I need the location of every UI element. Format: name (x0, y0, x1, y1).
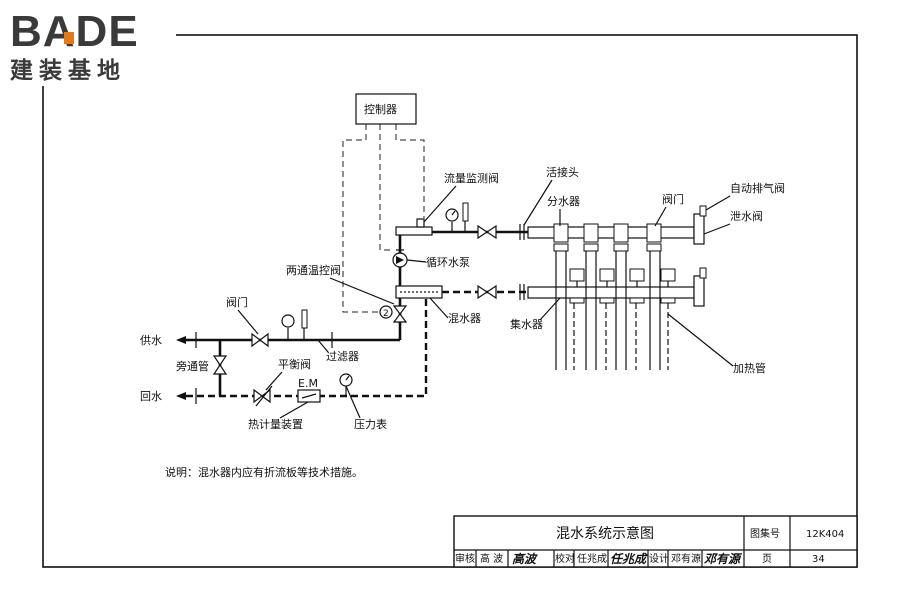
valve-left-label: 阀门 (226, 295, 248, 309)
page-label: 页 (762, 553, 772, 565)
collector-label: 集水器 (510, 317, 543, 331)
flow-valve-label: 流量监测阀 (444, 171, 499, 185)
union-fitting-top-icon (519, 224, 525, 240)
controller-label: 控制器 (364, 102, 397, 116)
review-label: 审核 (455, 552, 475, 565)
em-label: E.M (298, 377, 318, 390)
checker-signature: 任兆成 (610, 552, 648, 566)
mixer-tank (395, 285, 443, 299)
design-label: 设计 (649, 552, 669, 565)
distributor-valves (553, 243, 662, 252)
drawing-note: 说明：混水器内应有折流板等技术措施。 (165, 465, 363, 479)
reviewer-name: 高 波 (480, 552, 503, 565)
filter-icon (317, 332, 333, 353)
thermometer-icon (462, 202, 469, 232)
drain-valve-label: 泄水阀 (730, 209, 763, 223)
atlas-label: 图集号 (750, 527, 780, 540)
page-value: 34 (812, 554, 825, 565)
title-block (453, 515, 858, 568)
two-way-valve-label: 两通温控阀 (286, 263, 341, 277)
bade-logo: BADE 建装基地 (6, 6, 176, 86)
heat-meter-label: 热计量装置 (248, 418, 303, 431)
gate-valve-left-icon (251, 332, 269, 348)
auto-air-vent-label: 自动排气阀 (730, 181, 785, 195)
designer-name: 邓有源 (671, 552, 701, 565)
valve-top-label: 阀门 (662, 192, 684, 206)
checker-name: 任兆成 (577, 552, 607, 565)
title-block-title: 混水系统示意图 (556, 525, 654, 542)
atlas-value: 12K404 (806, 529, 844, 540)
return-gauge-icon (339, 373, 353, 396)
svg-text:2: 2 (383, 309, 389, 319)
distributor-manifold (527, 205, 707, 245)
controller-box (355, 93, 417, 125)
pressure-gauge-label: 压力表 (354, 417, 387, 431)
union-label: 活接头 (546, 166, 579, 179)
gate-valve-top-icon (477, 224, 497, 240)
designer-signature: 邓有源 (704, 552, 743, 566)
pressure-gauge-icon (445, 208, 459, 232)
gate-valve-return-icon (477, 284, 497, 300)
bypass-pipe (212, 340, 228, 396)
mixer-label: 混水器 (448, 312, 481, 325)
supply-gauge-icon (281, 309, 308, 340)
supply-main-pipe (176, 332, 400, 348)
control-signal-lines (342, 124, 425, 313)
heating-pipe-label: 加热管 (733, 361, 766, 375)
check-label: 校对 (555, 552, 575, 565)
heat-meter-icon (297, 389, 321, 403)
union-fitting-return-icon (519, 284, 525, 300)
collector-manifold (527, 267, 707, 307)
reviewer-signature: 高波 (512, 552, 538, 566)
two-way-valve-icon: 2 (379, 305, 408, 323)
circulating-pump-label: 循环水泵 (426, 256, 470, 269)
bypass-label: 旁通管 (176, 359, 209, 373)
logo-brand: BADE (10, 7, 139, 56)
circulating-pump-icon (392, 252, 408, 268)
flow-monitor-valve (395, 218, 433, 236)
distributor-label: 分水器 (547, 195, 580, 208)
supply-label: 供水 (140, 333, 162, 347)
drawing-frame (42, 34, 858, 568)
balance-valve-icon (253, 385, 273, 407)
logo-subtitle: 建装基地 (10, 58, 126, 84)
filter-label: 过滤器 (326, 350, 359, 363)
balance-valve-label: 平衡阀 (278, 357, 311, 371)
return-label: 回水 (140, 390, 162, 403)
